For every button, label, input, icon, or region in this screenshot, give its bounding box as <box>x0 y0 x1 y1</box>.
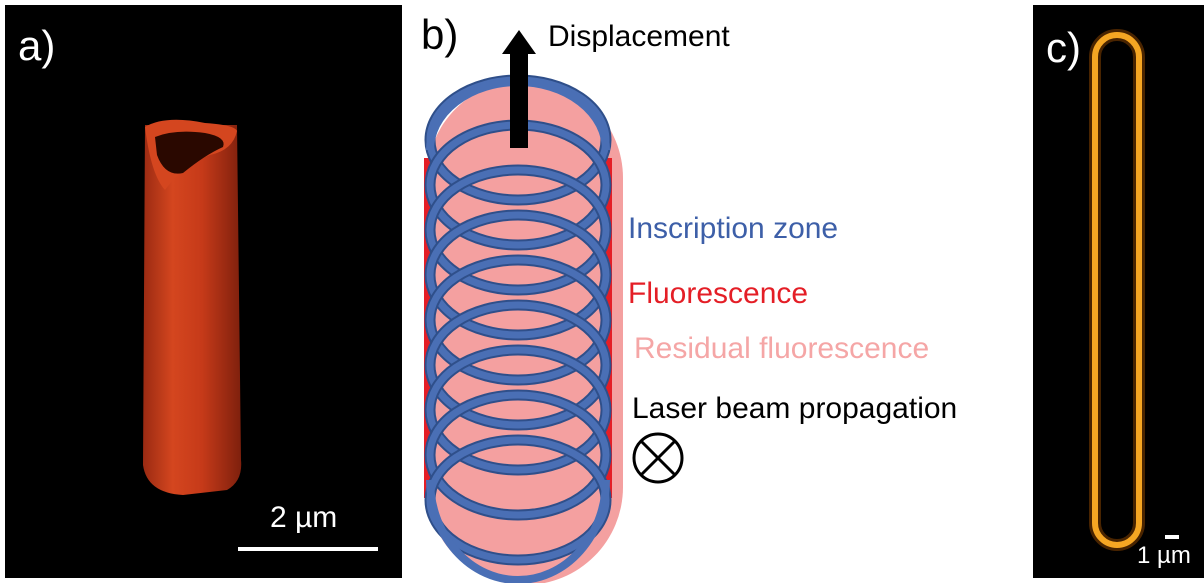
inscription-ring-highlight <box>426 346 610 474</box>
panel-c-label: c) <box>1046 24 1081 71</box>
inscription-ring-highlight <box>426 166 610 294</box>
displacement-label: Displacement <box>548 20 730 53</box>
inscription-ring-highlight <box>426 391 610 519</box>
legend-laser-beam-propagation: Laser beam propagation <box>632 392 958 425</box>
panel-a-tube-render: a) 2 µm <box>5 5 402 578</box>
legend-fluorescence: Fluorescence <box>628 277 809 310</box>
tube-hollow <box>155 131 224 174</box>
circle-x-icon <box>632 432 684 484</box>
scale-bar-label: 2 µm <box>270 501 338 534</box>
scale-bar <box>1165 535 1179 539</box>
schematic-diagram <box>424 30 623 583</box>
tube-body <box>143 125 242 495</box>
panel-c-fluorescence-image: c) 1 µm <box>1033 5 1204 578</box>
panel-b-schematic: b) <box>410 0 1020 583</box>
scale-bar <box>238 547 378 551</box>
inscription-rings <box>424 74 612 583</box>
fluorescence-loop <box>1089 29 1145 551</box>
displacement-arrow-shaft <box>510 52 528 148</box>
panel-b-label: b) <box>421 11 459 58</box>
inscription-ring-highlight <box>426 211 610 339</box>
legend-residual-fluorescence: Residual fluorescence <box>634 332 930 365</box>
arrow-up-icon <box>502 30 536 54</box>
scale-bar-label: 1 µm <box>1137 542 1191 569</box>
panel-a-label: a) <box>18 22 56 69</box>
tube-render <box>143 119 242 495</box>
inscription-cap <box>426 479 610 583</box>
inscription-ring-highlight <box>426 256 610 384</box>
inscription-ring-highlight <box>426 301 610 429</box>
legend-inscription-zone: Inscription zone <box>628 212 839 245</box>
